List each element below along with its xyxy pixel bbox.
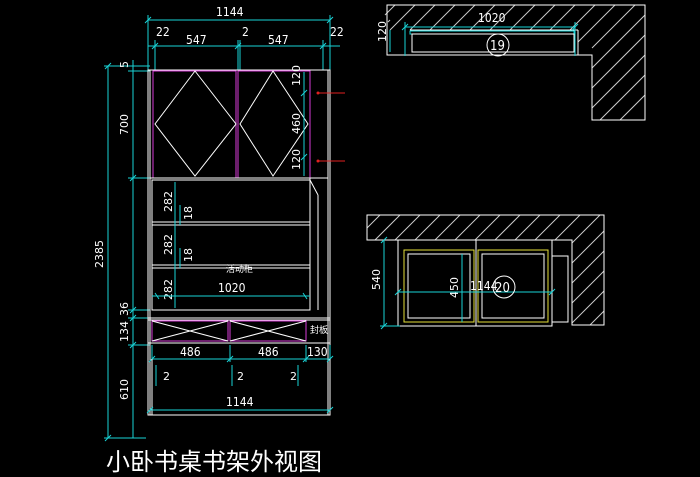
dim-drawer3: 130 [307,345,328,359]
dim-drawer1: 486 [180,345,201,359]
plan-bottom-width: 1144 [470,279,498,293]
dim-drawer-height: 134 [118,321,131,342]
dim-top-gap: 2 [242,25,249,39]
plan-bottom-inner-depth: 450 [448,277,461,298]
label-movable-cabinet: 活动柜 [226,263,253,275]
dim-upper-top: 120 [290,65,303,86]
dim-shelf3: 282 [162,279,175,300]
plan-top-depth: 120 [376,21,389,42]
dim-shelf2: 282 [162,234,175,255]
dim-bottom-total: 1144 [226,395,254,409]
dim-top-left-door: 547 [186,33,207,47]
dim-shelf-thk1: 18 [182,206,195,220]
dim-gap36: 36 [118,302,131,316]
dim-overall-height: 2385 [93,240,106,268]
plan-top: 1020 120 19 [376,4,646,121]
dim-leg-gap2: 2 [237,370,244,383]
plan-top-width: 1020 [478,11,506,25]
dim-top-right-side: 22 [330,25,344,39]
dim-shelf1: 282 [162,191,175,212]
dim-upper-bottom: 120 [290,149,303,170]
dim-top-total: 1144 [216,5,244,19]
dim-top-left-side: 22 [156,25,170,39]
dim-drawer2: 486 [258,345,279,359]
dim-shelf-width: 1020 [218,281,246,295]
drawing-title: 小卧书桌书架外视图 [106,448,322,476]
dim-upper-mid: 460 [290,113,303,134]
plan-bottom-tag: 20 [495,281,510,296]
dim-top-right-door: 547 [268,33,289,47]
dim-leg-gap1: 2 [163,370,170,383]
plan-bottom-depth: 540 [370,269,383,290]
dim-shelf-thk2: 18 [182,248,195,262]
plan-top-tag: 19 [490,39,505,54]
plan-bottom: 540 450 1144 20 [366,214,605,330]
dim-top-margin: 5 [118,61,131,68]
front-elevation: 1144 22 547 2 547 22 2385 5 700 36 134 6… [93,5,345,442]
dim-bottom-height: 610 [118,379,131,400]
label-seal-panel: 封板 [310,324,328,336]
dim-upper-cabinet: 700 [118,114,131,135]
dim-leg-gap3: 2 [290,370,297,383]
